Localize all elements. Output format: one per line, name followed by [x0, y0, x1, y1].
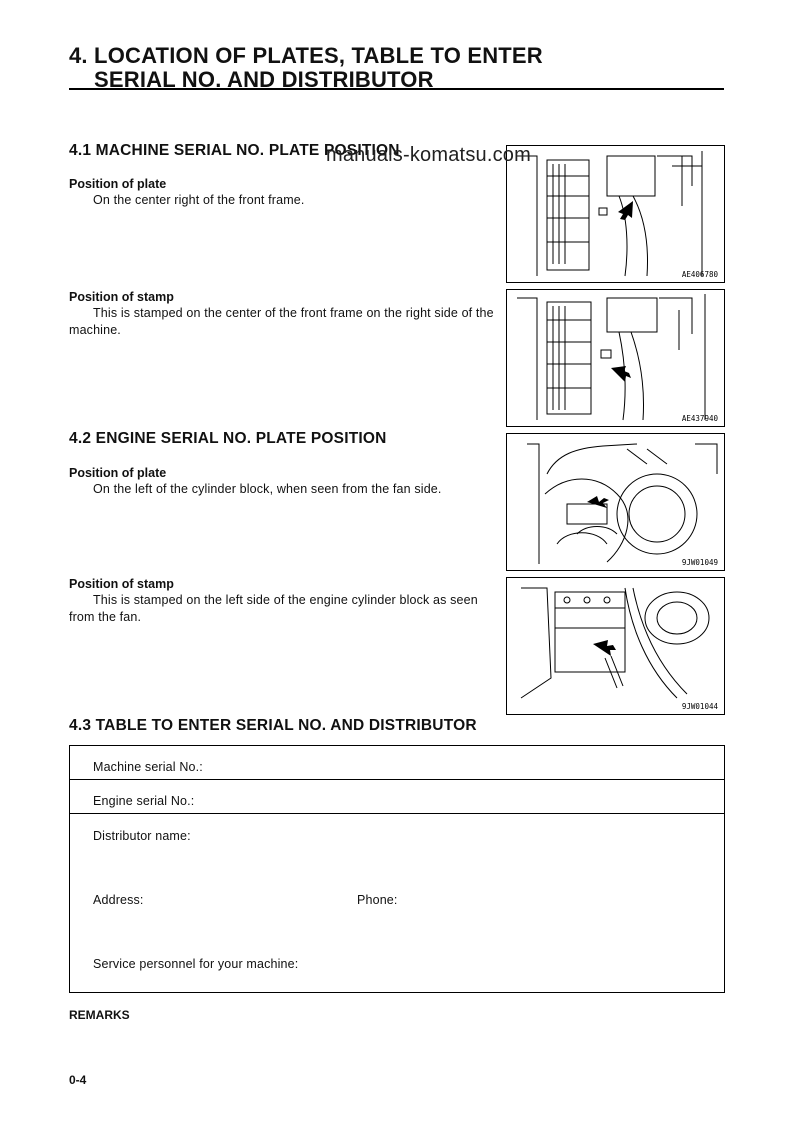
- machine-stamp-illustration: [517, 294, 706, 421]
- figure-id-machine-stamp: AE437940: [681, 414, 718, 423]
- chapter-title: 4. LOCATION OF PLATES, TABLE TO ENTER SE…: [69, 44, 543, 92]
- figure-id-machine-plate: AE406780: [681, 270, 718, 279]
- remarks-label: REMARKS: [69, 1008, 130, 1022]
- section-heading-4-3: 4.3 TABLE TO ENTER SERIAL NO. AND DISTRI…: [69, 717, 477, 734]
- chapter-title-line-1: 4. LOCATION OF PLATES, TABLE TO ENTER: [69, 43, 543, 68]
- stamp-position-text-4-1: This is stamped on the center of the fro…: [69, 306, 494, 337]
- figure-id-engine-plate: 9JW01049: [681, 558, 718, 567]
- phone-field[interactable]: Phone:: [357, 893, 398, 907]
- chapter-title-line-2: SERIAL NO. AND DISTRIBUTOR: [94, 67, 434, 92]
- figure-machine-plate: AE406780: [506, 145, 725, 283]
- engine-serial-field[interactable]: Engine serial No.:: [93, 794, 195, 808]
- title-rule: [69, 88, 724, 90]
- stamp-position-text-4-2: This is stamped on the left side of the …: [69, 593, 478, 624]
- figure-id-engine-stamp: 9JW01044: [681, 702, 718, 711]
- service-personnel-field[interactable]: Service personnel for your machine:: [93, 957, 299, 971]
- watermark: manuals-komatsu.com: [326, 144, 531, 166]
- machine-serial-field[interactable]: Machine serial No.:: [93, 760, 203, 774]
- stamp-position-label-4-1: Position of stamp: [69, 290, 174, 304]
- section-heading-4-1: 4.1 MACHINE SERIAL NO. PLATE POSITION: [69, 142, 400, 159]
- table-row-divider: [70, 779, 724, 780]
- plate-position-label-4-1: Position of plate: [69, 177, 167, 191]
- engine-stamp-illustration: [520, 587, 710, 699]
- engine-plate-illustration: [527, 443, 718, 564]
- plate-position-text-4-1: On the center right of the front frame.: [93, 193, 305, 207]
- table-row-divider: [70, 813, 724, 814]
- section-heading-4-2: 4.2 ENGINE SERIAL NO. PLATE POSITION: [69, 430, 387, 447]
- serial-entry-table: Machine serial No.: Engine serial No.: D…: [69, 745, 725, 993]
- address-field[interactable]: Address:: [93, 893, 144, 907]
- stamp-position-label-4-2: Position of stamp: [69, 577, 174, 591]
- distributor-name-field[interactable]: Distributor name:: [93, 829, 191, 843]
- figure-engine-stamp: 9JW01044: [506, 577, 725, 715]
- plate-position-label-4-2: Position of plate: [69, 466, 167, 480]
- figure-machine-stamp: AE437940: [506, 289, 725, 427]
- plate-position-text-4-2: On the left of the cylinder block, when …: [93, 482, 442, 496]
- figure-engine-plate: 9JW01049: [506, 433, 725, 571]
- page-number: 0-4: [69, 1073, 87, 1087]
- machine-plate-illustration: [517, 151, 703, 277]
